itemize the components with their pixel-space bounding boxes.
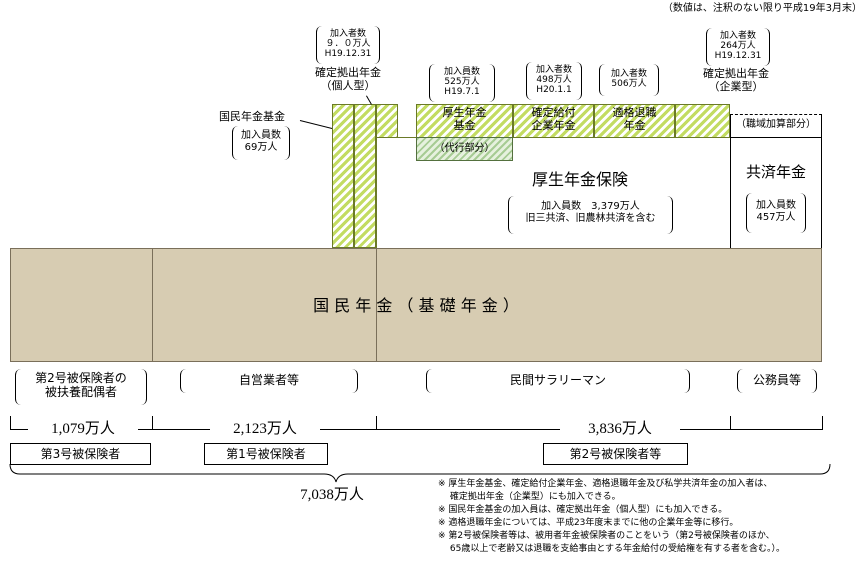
count-axis [10, 429, 822, 430]
kyosai-divider [730, 137, 822, 138]
ideco-personal-label: 確定拠出年金（個人型） [315, 66, 381, 92]
base-divider-2 [376, 248, 377, 362]
footnote-1: ※ 厚生年金基金、確定給付企業年金、適格退職年金及び私学共済年金の加入者は、 [438, 479, 773, 489]
footnote-1b: 確定拠出年金（企業型）にも加入できる。 [438, 492, 621, 502]
count-tick-3 [730, 416, 731, 430]
tekikaku-box [594, 104, 675, 138]
kosei-kikin-label: 厚生年金基金 [442, 106, 487, 132]
count-no3: 1,079万人 [28, 420, 138, 438]
shokuiki-label: （職域加算部分） [736, 119, 816, 130]
footnote-3: ※ 適格退職年金については、平成23年度末までに他の企業年金等に移行。 [438, 518, 739, 528]
kosei-hoken-title: 厚生年金保険 [531, 170, 628, 189]
category-public: 公務員等 [737, 369, 817, 393]
kokumin-nenkin-label: 国 民 年 金 （ 基 礎 年 金 ） [313, 296, 519, 315]
count-tick-4 [822, 416, 823, 430]
kakutei-kyufu-label: 確定給付企業年金 [531, 106, 576, 132]
insured-type-no1: 第1号被保険者 [204, 443, 328, 465]
count-no1: 2,123万人 [210, 420, 320, 438]
ideco-corp-label: 確定拠出年金（企業型） [703, 67, 769, 93]
ideco-personal-bar [354, 104, 376, 248]
ideco-personal-arm [376, 104, 398, 138]
ideco-corp-box [675, 104, 730, 138]
kokumin-nenkin-base [10, 248, 822, 362]
count-tick-2 [376, 416, 377, 430]
category-salaried: 民間サラリーマン [426, 369, 690, 393]
kokumin-kikin-label: 国民年金基金 [219, 110, 285, 123]
daiko-box [416, 137, 513, 161]
count-total: 7,038万人 [300, 487, 364, 503]
category-dependent-spouse: 第2号被保険者の被扶養配偶者 [15, 369, 147, 405]
count-tick-0 [10, 416, 11, 430]
tekikaku-label: 適格退職年金 [612, 106, 657, 132]
count-tick-1 [152, 416, 153, 430]
kyosai-title: 共済年金 [745, 163, 806, 181]
kokumin-kikin-bar [332, 104, 354, 248]
kosei-hoken-detail: 加入員数 3,379万人旧三共済、旧農林共済を含む [508, 196, 673, 234]
insured-type-no3: 第3号被保険者 [10, 443, 151, 465]
date-note: （数値は、注釈のない限り平成19年3月末） [662, 3, 862, 14]
kakutei-kyufu-box [513, 104, 594, 138]
kosei-kikin-box [416, 104, 513, 138]
insured-type-no2: 第2号被保険者等 [543, 443, 688, 465]
footnote-4b: 65歳以上で老齢又は退職を支給事由とする年金給付の受給権を有する者を含む。）。 [438, 544, 786, 554]
total-brace [9, 463, 831, 483]
footnote-4: ※ 第2号被保険者等は、被用者年金被保険者のことをいう（第2号被保険者のほか、 [438, 531, 775, 541]
category-self-employed: 自営業者等 [180, 369, 358, 393]
base-divider-1 [152, 248, 153, 362]
footnotes: ※ 厚生年金基金、確定給付企業年金、適格退職年金及び私学共済年金の加入者は、 確… [438, 478, 858, 556]
daiko-label: （代行部分） [434, 143, 495, 154]
count-no2: 3,836万人 [560, 420, 680, 438]
footnote-2: ※ 国民年金基金の加入員は、確定拠出年金（個人型）にも加入できる。 [438, 505, 728, 515]
